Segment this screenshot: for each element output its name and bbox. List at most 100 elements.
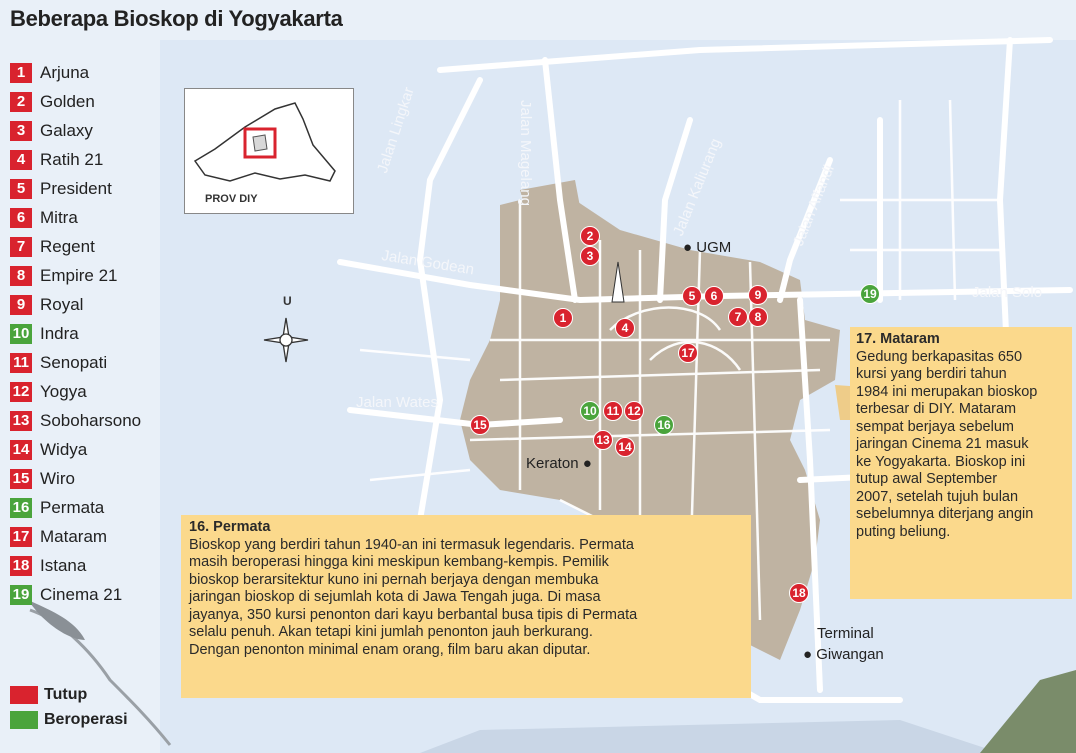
road-label-magelang: Jalan Magelang (517, 100, 534, 206)
cinema-marker-7: 7 (728, 307, 748, 327)
legend-number: 8 (10, 265, 32, 286)
place-ugm-label: UGM (696, 239, 732, 256)
callout-line: sebelumnya diterjang angin (856, 506, 1034, 522)
legend-name: Wiro (40, 468, 75, 488)
legend-name: Mitra (40, 207, 78, 227)
legend-number: 3 (10, 120, 32, 141)
legend-item: 17 Mataram (10, 522, 141, 551)
callout-line: tutup awal September (856, 471, 998, 487)
cinema-marker-19: 19 (860, 284, 880, 304)
closed-label: Tutup (44, 686, 88, 703)
open-swatch (10, 711, 38, 729)
callout-line: puting beliung. (856, 523, 951, 540)
legend-number: 16 (10, 497, 32, 518)
callout-line: jaringan Cinema 21 masuk (856, 436, 1029, 452)
place-keraton: Keraton ● (526, 455, 592, 472)
legend-item: 10 Indra (10, 319, 141, 348)
legend-number: 2 (10, 91, 32, 112)
legend-number: 14 (10, 439, 32, 460)
map-title: Beberapa Bioskop di Yogyakarta (10, 6, 343, 31)
legend-item: 9 Royal (10, 290, 141, 319)
road-label-solo: Jalan Solo (972, 284, 1043, 301)
callout-line: ke Yogyakarta. Bioskop ini (856, 453, 1026, 470)
cinema-marker-2: 2 (580, 226, 600, 246)
legend-number: 19 (10, 584, 32, 605)
cinema-marker-1: 1 (553, 308, 573, 328)
callout-permata: 16. Permata Bioskop yang berdiri tahun 1… (181, 515, 751, 698)
cinema-marker-5: 5 (682, 286, 702, 306)
legend-number: 1 (10, 62, 32, 83)
inset-highlight (243, 127, 277, 159)
legend-name: Istana (40, 555, 87, 575)
callout-line: Gedung berkapasitas 650 (856, 348, 1023, 365)
legend-number: 10 (10, 323, 32, 344)
cinema-marker-15: 15 (470, 415, 490, 435)
legend-item: 16 Permata (10, 493, 141, 522)
open-label: Beroperasi (44, 711, 128, 728)
legend-number: 5 (10, 178, 32, 199)
place-terminal-line2: Giwangan (816, 646, 884, 663)
cinema-marker-12: 12 (624, 401, 644, 421)
callout-line: jayanya, 350 kursi penonton dari kayu be… (189, 606, 638, 623)
callout-line: masih beroperasi hingga kini meskipun ke… (189, 554, 609, 570)
legend-item: 12 Yogya (10, 377, 141, 406)
legend-number: 7 (10, 236, 32, 257)
legend-name: Royal (40, 294, 84, 314)
callout-mataram-title: 17. Mataram (856, 331, 940, 347)
inset-map: PROV DIY (184, 88, 354, 214)
legend-name: Soboharsono (40, 410, 142, 430)
legend-number: 17 (10, 526, 32, 547)
legend-name: Arjuna (40, 62, 90, 82)
legend-item: 8 Empire 21 (10, 261, 141, 290)
legend-name: Yogya (40, 381, 87, 401)
legend-item: 6 Mitra (10, 203, 141, 232)
legend-name: Mataram (40, 526, 108, 546)
status-key-open: Beroperasi (10, 711, 128, 729)
callout-permata-body: Bioskop yang berdiri tahun 1940-an ini t… (189, 537, 743, 660)
cinema-marker-13: 13 (593, 430, 613, 450)
legend-number: 12 (10, 381, 32, 402)
place-keraton-label: Keraton (526, 455, 579, 472)
callout-line: selalu penuh. Akan tetapi kini jumlah pe… (189, 624, 593, 640)
legend-name: Permata (40, 497, 105, 517)
legend-number: 6 (10, 207, 32, 228)
cinema-marker-16: 16 (654, 415, 674, 435)
cinema-marker-17: 17 (678, 343, 698, 363)
legend-item: 13 Soboharsono (10, 406, 141, 435)
callout-permata-title: 16. Permata (189, 519, 271, 535)
closed-swatch (10, 686, 38, 704)
legend-name: Senopati (40, 352, 108, 372)
callout-line: bioskop berarsitektur kuno ini pernah be… (189, 571, 599, 588)
callout-line: jaringan bioskop di sejumlah kota di Jaw… (189, 589, 601, 605)
province-outline (193, 102, 336, 182)
legend-item: 7 Regent (10, 232, 141, 261)
legend-number: 13 (10, 410, 32, 431)
cinema-marker-10: 10 (580, 401, 600, 421)
cinema-marker-18: 18 (789, 583, 809, 603)
legend-number: 9 (10, 294, 32, 315)
legend-item: 1 Arjuna (10, 58, 141, 87)
compass-north-label: U (283, 294, 292, 308)
road-label-wates: Jalan Wates (356, 394, 438, 411)
legend-name: President (40, 178, 112, 198)
status-key-closed: Tutup (10, 686, 87, 704)
legend-item: 2 Golden (10, 87, 141, 116)
legend-name: Regent (40, 236, 95, 256)
legend-name: Golden (40, 91, 95, 111)
legend-item: 5 President (10, 174, 141, 203)
legend-name: Indra (40, 323, 79, 343)
place-terminal-line1: Terminal (817, 625, 874, 642)
callout-line: terbesar di DIY. Mataram (856, 401, 1017, 417)
inset-label: PROV DIY (205, 193, 258, 205)
compass-rose-icon (263, 317, 309, 363)
cinema-marker-11: 11 (603, 401, 623, 421)
legend-name: Empire 21 (40, 265, 118, 285)
